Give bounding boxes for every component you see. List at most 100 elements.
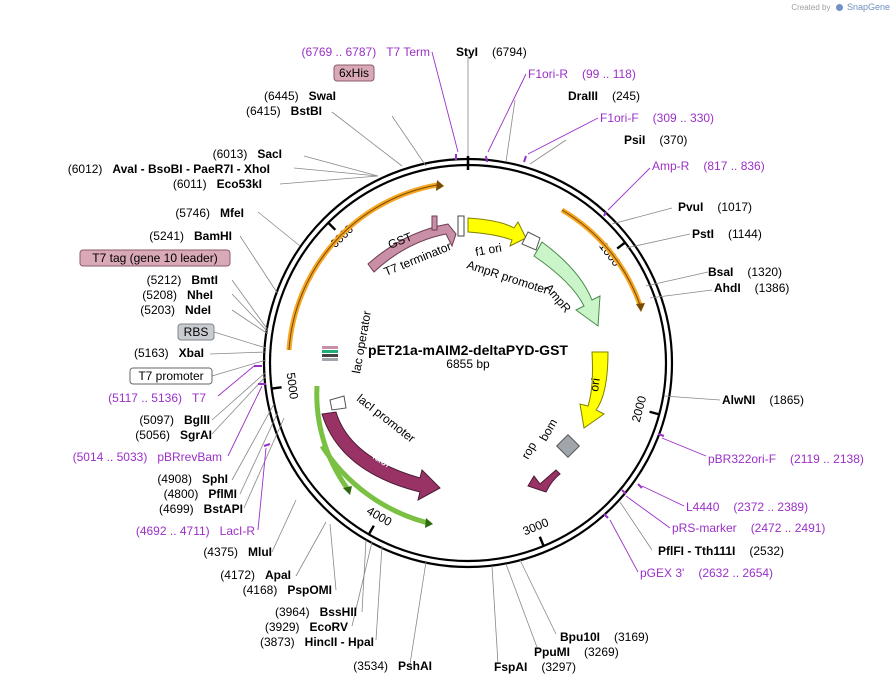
feature-label-f1-ori: f1 ori bbox=[474, 241, 503, 259]
primer-l4440[interactable]: L4440(2372 .. 2389) bbox=[686, 500, 808, 514]
tag-rbs-box[interactable] bbox=[177, 323, 215, 341]
tag-t7-tag-label: T7 tag (gene 10 leader) bbox=[92, 251, 217, 265]
primer-leader-lines bbox=[217, 51, 707, 573]
site-bamhi[interactable]: (5241)BamHI bbox=[149, 229, 232, 243]
tag-6xhis-label: 6xHis bbox=[339, 66, 369, 80]
site-nhei[interactable]: (5208)NheI bbox=[142, 288, 213, 302]
feature-ori[interactable] bbox=[579, 351, 609, 429]
feature-label-bom: bom bbox=[536, 416, 560, 443]
scale-tick-label-5000: 5000 bbox=[284, 372, 301, 401]
feature-t7-promoter-block bbox=[322, 354, 338, 357]
site-alwni[interactable]: AlwNI(1865) bbox=[722, 393, 804, 407]
site-pvui[interactable]: PvuI(1017) bbox=[678, 200, 752, 214]
plasmid-name: pET21a-mAIM2-deltaPYD-GST bbox=[368, 342, 568, 358]
primer-f1ori-f[interactable]: F1ori-F(309 .. 330) bbox=[600, 111, 714, 125]
feature-laci-promoter[interactable] bbox=[329, 395, 347, 411]
snapgene-logo-icon bbox=[835, 4, 843, 11]
site-ppumi[interactable]: PpuMI(3269) bbox=[534, 645, 619, 659]
feature-lac-operator[interactable] bbox=[322, 350, 338, 353]
primer-f1ori-r[interactable]: F1ori-R(99 .. 118) bbox=[528, 67, 636, 81]
primer-pgex3[interactable]: pGEX 3'(2632 .. 2654) bbox=[640, 566, 773, 580]
feature-gst[interactable] bbox=[367, 223, 457, 273]
tag-t7-tag-box[interactable] bbox=[79, 249, 231, 267]
site-draiii[interactable]: DraIII(245) bbox=[568, 89, 640, 103]
site-avai-bsobi-paer7i-xhoi[interactable]: (6012)AvaI - BsoBI - PaeR7I - XhoI bbox=[68, 162, 270, 176]
feature-rop[interactable] bbox=[527, 469, 561, 493]
site-hincii-hpai[interactable]: (3873)HincII - HpaI bbox=[260, 635, 374, 649]
primers: (6769 .. 6787)T7 Term F1ori-R(99 .. 118)… bbox=[73, 45, 864, 580]
primer-site-marks bbox=[254, 154, 665, 519]
site-bstapi[interactable]: (4699)BstAPI bbox=[159, 502, 243, 516]
tag-t7-promoter-label: T7 promoter bbox=[138, 369, 203, 383]
site-bsshii[interactable]: (3964)BssHII bbox=[275, 605, 357, 619]
site-fspai[interactable]: FspAI(3297) bbox=[494, 660, 576, 674]
primer-pbrrevbam[interactable]: (5014 .. 5033)pBRrevBam bbox=[73, 450, 222, 464]
feature-ampr[interactable] bbox=[533, 241, 601, 327]
site-bpu10i[interactable]: Bpu10I(3169) bbox=[560, 630, 649, 644]
orf-arrow-ampr-head bbox=[636, 303, 645, 312]
feature-ampr-promoter[interactable] bbox=[521, 231, 541, 251]
site-bmti[interactable]: (5212)BmtI bbox=[147, 273, 218, 287]
site-mlui[interactable]: (4375)MluI bbox=[203, 545, 272, 559]
site-apai[interactable]: (4172)ApaI bbox=[220, 568, 291, 582]
site-styi[interactable]: StyI(6794) bbox=[456, 45, 527, 59]
orf-arrow-ampr-outer-edge bbox=[561, 209, 641, 306]
plasmid-length: 6855 bp bbox=[446, 357, 490, 371]
site-bsai[interactable]: BsaI(1320) bbox=[708, 265, 782, 279]
feature-laci[interactable] bbox=[321, 411, 441, 501]
orf-arrow-gst-outer-edge bbox=[288, 184, 438, 351]
primer-t7-term[interactable]: (6769 .. 6787)T7 Term bbox=[301, 45, 430, 59]
primer-amp-r[interactable]: Amp-R(817 .. 836) bbox=[652, 159, 765, 173]
site-sgrai[interactable]: (5056)SgrAI bbox=[135, 428, 212, 442]
primer-t7[interactable]: (5117 .. 5136)T7 bbox=[108, 391, 206, 405]
orf-arrow-laci-head-1 bbox=[343, 486, 352, 495]
site-pflmi[interactable]: (4800)PflMI bbox=[164, 487, 237, 501]
leader-lines bbox=[209, 56, 721, 665]
feature-rbs-block bbox=[322, 358, 338, 361]
site-saci[interactable]: (6013)SacI bbox=[213, 147, 282, 161]
site-psii[interactable]: PsiI(370) bbox=[624, 133, 687, 147]
snapgene-branding[interactable]: Created by SnapGene bbox=[791, 2, 890, 12]
snapgene-brand-name: SnapGene bbox=[846, 2, 890, 12]
tag-rbs-label: RBS bbox=[184, 325, 209, 339]
site-ecorv[interactable]: (3929)EcoRV bbox=[265, 620, 348, 634]
site-pflfi-tth111i[interactable]: PflFI - Tth111I(2532) bbox=[658, 544, 784, 558]
primer-laci-r[interactable]: (4692 .. 4711)LacI-R bbox=[136, 524, 256, 538]
scale-tick-5000 bbox=[271, 386, 282, 390]
orf-arrow-laci-head-2 bbox=[425, 518, 433, 528]
site-psppomi[interactable]: (4168)PspOMI bbox=[243, 583, 332, 597]
site-sphi[interactable]: (4908)SphI bbox=[157, 472, 228, 486]
scale-tick-1000 bbox=[616, 241, 626, 250]
feature-label-ori: ori bbox=[587, 377, 603, 392]
site-ndei[interactable]: (5203)NdeI bbox=[140, 303, 211, 317]
feature-label-rop: rop bbox=[518, 439, 539, 461]
orf-arrow-laci-outer-1[interactable] bbox=[314, 385, 350, 490]
site-bstbi[interactable]: (6415)BstBI bbox=[246, 104, 322, 118]
scale-tick-6000 bbox=[327, 221, 337, 231]
created-by-text: Created by bbox=[791, 3, 831, 12]
site-pshai[interactable]: (3534)PshAI bbox=[353, 659, 432, 673]
orf-arrow-laci-outer-2[interactable] bbox=[319, 444, 429, 526]
site-eco53ki[interactable]: (6011)Eco53kI bbox=[173, 177, 262, 191]
primer-prs-marker[interactable]: pRS-marker(2472 .. 2491) bbox=[672, 521, 825, 535]
site-swai[interactable]: (6445)SwaI bbox=[264, 89, 336, 103]
site-xbai[interactable]: (5163)XbaI bbox=[134, 346, 204, 360]
feature-bom[interactable] bbox=[555, 433, 581, 459]
tag-6xhis-box[interactable] bbox=[333, 64, 375, 82]
feature-6xhis[interactable] bbox=[431, 215, 438, 231]
feature-label-ampr: AmpR bbox=[542, 281, 574, 316]
tag-t7-promoter-box[interactable] bbox=[129, 367, 213, 385]
primer-pbr322ori-f[interactable]: pBR322ori-F(2119 .. 2138) bbox=[708, 452, 864, 466]
site-mfei[interactable]: (5746)MfeI bbox=[175, 206, 244, 220]
site-ahdi[interactable]: AhdI(1386) bbox=[714, 281, 789, 295]
feature-label-ampr-promoter: AmpR promoter bbox=[465, 258, 550, 297]
scale-tick-3000 bbox=[538, 536, 545, 547]
feature-t7-terminator[interactable] bbox=[457, 215, 465, 237]
site-bglii[interactable]: (5097)BglII bbox=[139, 413, 210, 427]
feature-label-laci-promoter: lacI promoter bbox=[354, 391, 418, 445]
scale-tick-4000 bbox=[367, 525, 375, 535]
site-psti[interactable]: PstI(1144) bbox=[692, 227, 762, 241]
feature-f1-ori[interactable] bbox=[467, 217, 527, 247]
